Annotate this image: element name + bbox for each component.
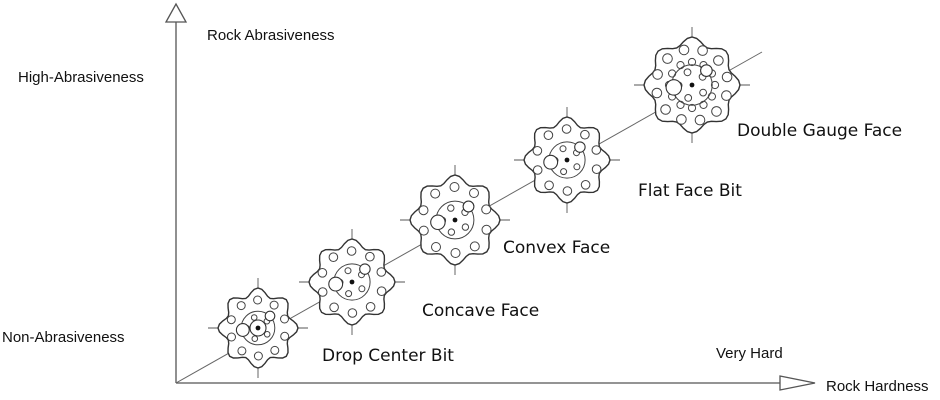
drop-center-bit-icon bbox=[208, 278, 308, 378]
convex-face-bit-icon bbox=[400, 165, 510, 275]
x-axis-title: Rock Hardness bbox=[826, 378, 929, 395]
y-axis-high-label: High-Abrasiveness bbox=[18, 69, 144, 86]
bit-label-flat-face: Flat Face Bit bbox=[638, 181, 742, 201]
y-axis-arrow-icon bbox=[164, 2, 188, 23]
concave-face-bit-icon bbox=[299, 229, 405, 335]
x-axis-high-label: Very Hard bbox=[716, 345, 783, 362]
x-axis-arrow-icon bbox=[779, 375, 816, 391]
flat-face-bit-icon bbox=[514, 107, 620, 213]
bit-label-double-gauge-face: Double Gauge Face bbox=[737, 121, 902, 141]
bit-label-concave-face: Concave Face bbox=[422, 301, 539, 321]
bit-label-convex-face: Convex Face bbox=[503, 238, 610, 258]
bit-label-drop-center: Drop Center Bit bbox=[322, 346, 454, 366]
y-axis-low-label: Non-Abrasiveness bbox=[2, 329, 125, 346]
y-axis-title: Rock Abrasiveness bbox=[207, 27, 335, 44]
double-gauge-face-bit-icon bbox=[634, 27, 750, 143]
